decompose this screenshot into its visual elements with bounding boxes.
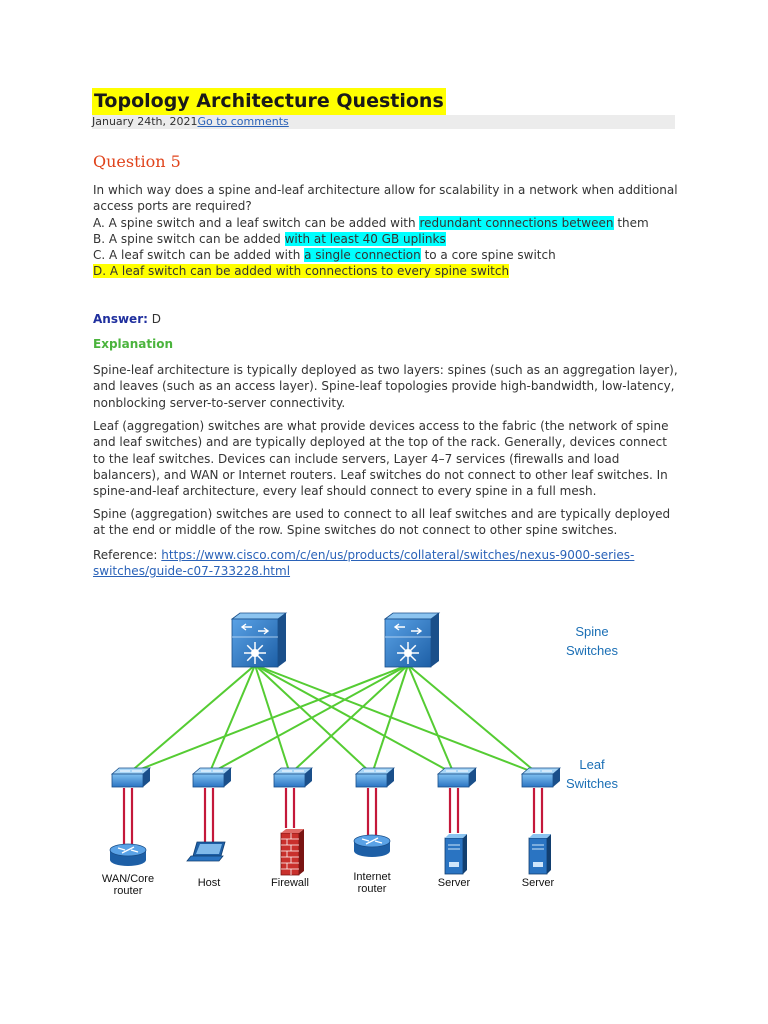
mesh-link [127, 664, 409, 775]
mesh-links [127, 664, 539, 775]
mesh-link [407, 664, 455, 775]
answer-value: D [151, 312, 161, 326]
firewall-icon [280, 829, 304, 876]
leaf-switch-icon [520, 767, 562, 788]
leaf-switch-icon [354, 767, 396, 788]
answer-line: Answer: D [93, 312, 161, 326]
endpoint-devices [109, 829, 551, 876]
device-label: Host [197, 877, 221, 889]
device-label: Server [437, 877, 471, 889]
post-meta: January 24th, 2021Go to comments [92, 115, 675, 129]
explanation-paragraph: Spine (aggregation) switches are used to… [93, 507, 671, 538]
highlight: redundant connections between [419, 215, 614, 230]
reference-line: Reference: https://www.cisco.com/c/en/us… [93, 547, 678, 580]
mesh-link [208, 664, 256, 775]
spine-switch-icon [383, 612, 441, 668]
spine-leaf-diagram [109, 612, 562, 876]
question-block: In which way does a spine and-leaf archi… [93, 182, 678, 280]
server-icon [444, 834, 467, 875]
leaf-switch-icon [272, 767, 314, 788]
option-a: A. A spine switch and a leaf switch can … [93, 215, 649, 230]
mesh-link [254, 664, 455, 775]
page-title: Topology Architecture Questions [92, 88, 446, 115]
router-icon [109, 843, 147, 866]
device-label: Firewall [271, 877, 309, 889]
leaf-switch-icon [191, 767, 233, 788]
highlight-answer: D. A leaf switch can be added with conne… [93, 264, 510, 279]
question-heading: Question 5 [93, 152, 181, 171]
option-b: B. A spine switch can be added with at l… [93, 231, 446, 246]
highlight: with at least 40 GB uplinks [284, 231, 446, 246]
comments-link[interactable]: Go to comments [197, 115, 289, 128]
leaf-switches [110, 767, 562, 788]
answer-label: Answer: [93, 312, 148, 326]
spine-switches [230, 612, 441, 668]
explanation-paragraph: Spine-leaf architecture is typically dep… [93, 363, 678, 410]
reference-label: Reference: [93, 548, 162, 562]
mesh-link [254, 664, 373, 775]
mesh-link [254, 664, 539, 775]
option-c: C. A leaf switch can be added with a sin… [93, 248, 556, 263]
spine-switch-icon [230, 612, 288, 668]
device-links [122, 788, 544, 850]
reference-link[interactable]: https://www.cisco.com/c/en/us/products/c… [93, 548, 635, 579]
mesh-link [407, 664, 539, 775]
mesh-link [254, 664, 291, 775]
post-date: January 24th, 2021 [92, 115, 198, 128]
explanation-paragraph: Leaf (aggregation) switches are what pro… [93, 419, 669, 499]
laptop-icon [186, 841, 226, 862]
mesh-link [289, 664, 409, 775]
device-label: Server [521, 877, 555, 889]
mesh-link [371, 664, 409, 775]
leaf-switch-icon [110, 767, 152, 788]
router-icon [353, 834, 391, 857]
leaf-switch-icon [436, 767, 478, 788]
explanation-heading: Explanation [93, 337, 174, 351]
question-text: In which way does a spine and-leaf archi… [93, 183, 678, 214]
highlight: a single connection [304, 248, 421, 263]
server-icon [528, 834, 551, 875]
mesh-link [208, 664, 409, 775]
option-d: D. A leaf switch can be added with conne… [93, 263, 678, 279]
mesh-link [127, 664, 256, 775]
